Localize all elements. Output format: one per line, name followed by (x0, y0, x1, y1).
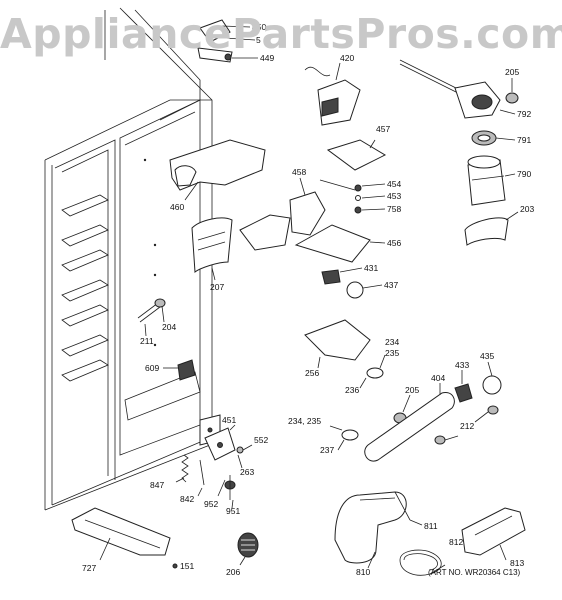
callout-404: 404 (431, 373, 445, 383)
part-791 (471, 130, 516, 146)
callout-460: 460 (170, 202, 184, 212)
callout-449: 449 (260, 53, 274, 63)
part-810-811-812 (334, 491, 446, 576)
callout-811: 811 (424, 521, 438, 531)
callout-451: 451 (222, 415, 236, 425)
art-number: (ART NO. WR20364 C13) (428, 568, 521, 577)
callout-454: 454 (387, 179, 401, 189)
part-609 (163, 359, 196, 381)
part-204-211 (137, 298, 166, 337)
callout-236: 236 (345, 385, 359, 395)
callout-437: 437 (384, 280, 398, 290)
callout-847: 847 (150, 480, 164, 490)
callout-433: 433 (455, 360, 469, 370)
callout-431: 431 (364, 263, 378, 273)
part-256 (304, 319, 371, 369)
callout-609: 609 (145, 363, 159, 373)
callout-951: 951 (226, 506, 240, 516)
callout-205-top: 205 (505, 67, 519, 77)
part-203 (464, 211, 519, 246)
part-457 (326, 139, 387, 171)
callout-235-top: 235 (385, 348, 399, 358)
callout-456: 456 (387, 238, 401, 248)
callout-256: 256 (305, 368, 319, 378)
top-hinge (197, 19, 258, 63)
part-420-ice-maker (304, 62, 361, 126)
callout-212: 212 (460, 421, 474, 431)
callout-234-top: 234 (385, 337, 399, 347)
callout-5: 5 (256, 35, 261, 45)
callout-727: 727 (82, 563, 96, 573)
callout-458: 458 (292, 167, 306, 177)
callout-812: 812 (449, 537, 463, 547)
callout-810: 810 (356, 567, 370, 577)
callout-453: 453 (387, 191, 401, 201)
callout-813: 813 (510, 558, 524, 568)
callout-552: 552 (254, 435, 268, 445)
part-236 (359, 354, 386, 389)
part-790-filter (467, 155, 516, 206)
part-460 (169, 139, 266, 201)
callout-791: 791 (517, 135, 531, 145)
callout-203: 203 (520, 204, 534, 214)
callout-labels: 450 5 449 420 205 792 791 790 203 457 45… (82, 22, 534, 577)
callout-420: 420 (340, 53, 354, 63)
callout-204: 204 (162, 322, 176, 332)
part-404-chute (364, 383, 459, 462)
part-456 (239, 214, 386, 263)
callout-842: 842 (180, 494, 194, 504)
callout-237: 237 (320, 445, 334, 455)
callout-457: 457 (376, 124, 390, 134)
part-237 (329, 425, 359, 451)
callout-211: 211 (140, 336, 154, 346)
callout-450: 450 (252, 22, 266, 32)
callout-206: 206 (226, 567, 240, 577)
callout-790: 790 (517, 169, 531, 179)
callout-207: 207 (210, 282, 224, 292)
callout-435: 435 (480, 351, 494, 361)
part-431-437 (321, 267, 383, 299)
part-727-kickplate (71, 507, 178, 569)
part-433-435 (454, 361, 502, 423)
callout-758: 758 (387, 204, 401, 214)
filter-head (399, 59, 519, 119)
part-206 (237, 532, 259, 566)
part-847-842-952-951 (175, 454, 236, 509)
callout-205-mid: 205 (405, 385, 419, 395)
callout-151: 151 (180, 561, 194, 571)
callout-952: 952 (204, 499, 218, 509)
part-458-group (289, 177, 386, 236)
part-813 (461, 507, 526, 561)
callout-234-235: 234, 235 (288, 416, 321, 426)
part-207 (191, 217, 233, 281)
part-451-group (204, 424, 253, 469)
callout-263: 263 (240, 467, 254, 477)
callout-792: 792 (517, 109, 531, 119)
